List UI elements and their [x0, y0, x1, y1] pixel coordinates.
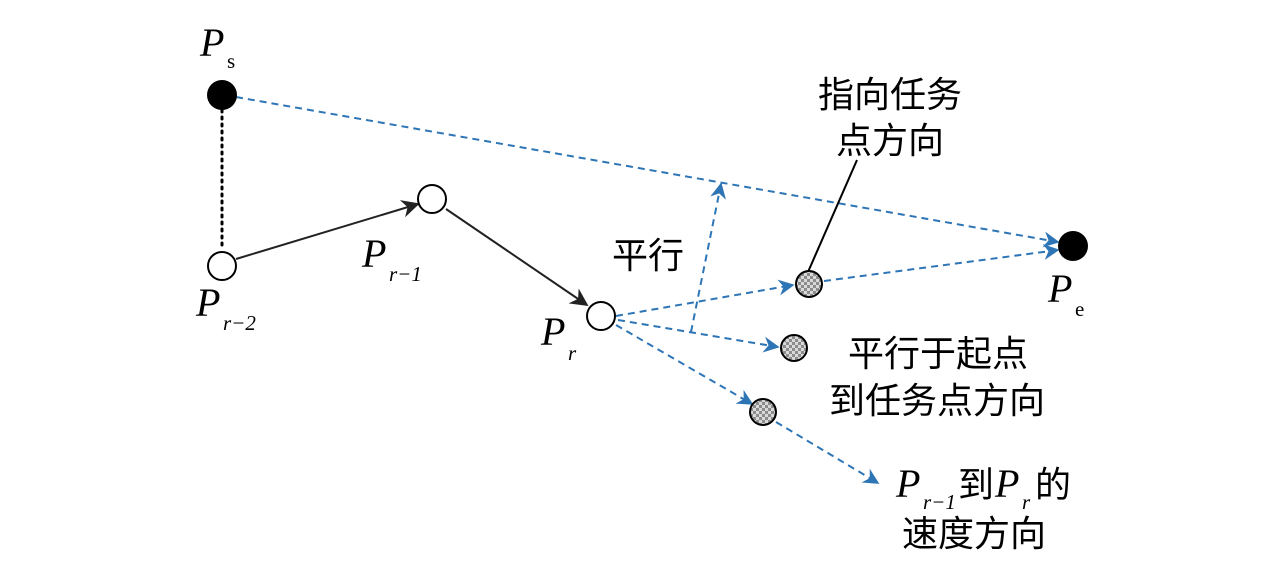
label-pr: P [540, 309, 565, 354]
callout-leader-line [807, 159, 858, 273]
parallel-indicator-arrow [690, 182, 726, 333]
label-pr-sub: r [568, 341, 577, 365]
velocity-label-suffix: 的 [1035, 465, 1071, 506]
velocity-continuation-arrow [775, 421, 880, 484]
end-point-node [1058, 231, 1088, 261]
candidate-to-end-arrow [823, 243, 1060, 282]
candidate-arrow-3 [615, 324, 754, 405]
candidate-node-3 [749, 398, 777, 426]
velocity-label-p1: P [895, 461, 920, 506]
velocity-label-p2-sub: r [1022, 490, 1031, 514]
path-node-r [586, 301, 616, 331]
label-pe: P [1047, 266, 1072, 311]
candidate-arrow-1 [615, 279, 795, 317]
candidate-arrow-2 [617, 319, 780, 353]
candidate-node-2 [780, 334, 808, 362]
task-direction-label-line2: 点方向 [836, 121, 944, 162]
label-ps-sub: s [227, 49, 235, 73]
path-arrow-2 [445, 208, 589, 307]
label-ps: P [199, 20, 224, 65]
label-pe-sub: e [1075, 297, 1084, 321]
path-node-r-1 [417, 184, 447, 214]
start-point-node [207, 80, 237, 110]
path-arrow-1 [235, 200, 420, 260]
task-direction-label-line1: 指向任务 [818, 75, 962, 116]
velocity-label-line2: 速度方向 [902, 514, 1046, 555]
label-pr1-sub: r−1 [389, 262, 422, 286]
parallel-start-label-line1: 平行于起点 [848, 334, 1028, 375]
velocity-label-p2: P [994, 461, 1019, 506]
start-to-end-line [235, 96, 1060, 248]
velocity-label-mid: 到 [958, 465, 994, 506]
parallel-start-label-line2: 到任务点方向 [829, 381, 1045, 422]
label-pr2-sub: r−2 [223, 311, 256, 335]
velocity-label-p1-sub: r−1 [923, 490, 956, 514]
path-node-r-2 [207, 251, 237, 281]
label-pr1: P [361, 231, 386, 276]
label-pr2: P [195, 280, 220, 325]
candidate-node-1 [795, 270, 823, 298]
parallel-label: 平行 [612, 236, 684, 277]
